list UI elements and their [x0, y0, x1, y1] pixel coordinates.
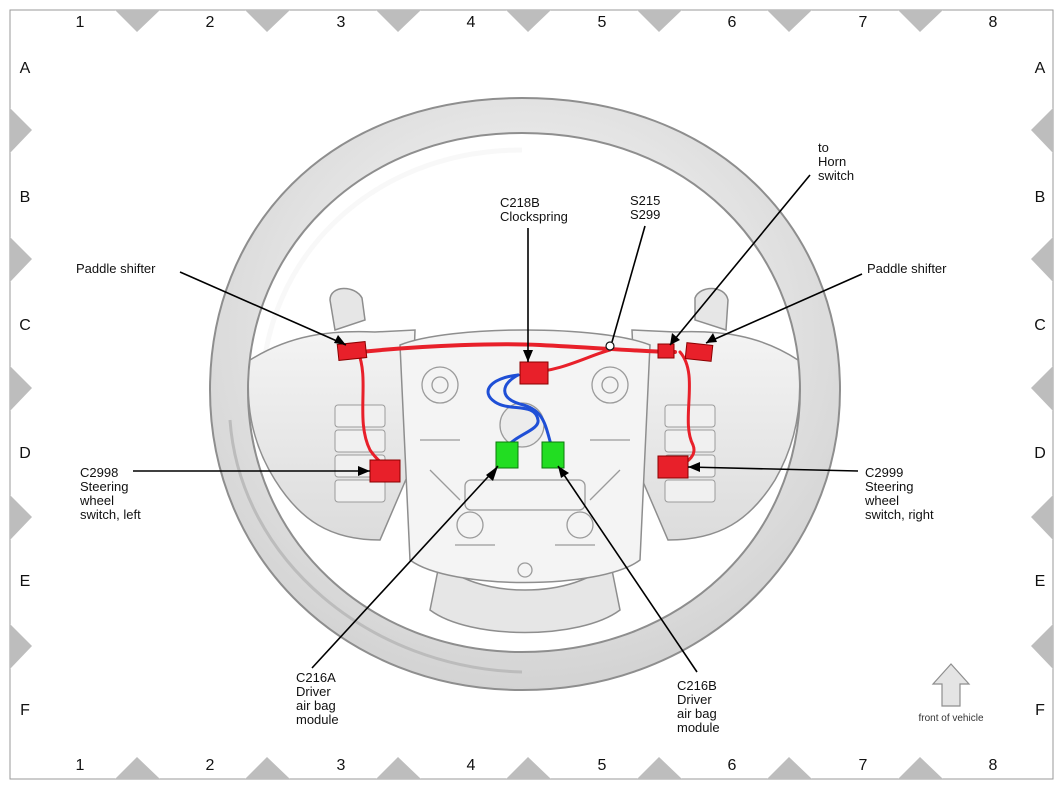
callout-line: Driver	[677, 692, 712, 707]
grid-row-labels-left: A B C D E F	[19, 60, 31, 719]
callout-line: switch, right	[865, 507, 934, 522]
hub-mechanical-details	[420, 366, 630, 578]
grid-col-label: 2	[206, 757, 215, 774]
callout-line: C2999	[865, 465, 903, 480]
callout-horn-switch: to Horn switch	[818, 140, 854, 183]
grid-col-label: 5	[598, 14, 607, 31]
up-arrow-icon	[931, 663, 971, 707]
grid-row-label: A	[20, 60, 31, 77]
leader-lines	[133, 174, 863, 673]
grid-row-label: C	[1034, 317, 1046, 334]
grid-row-label: E	[1035, 573, 1046, 590]
callout-switch-left: C2998 Steering wheel switch, left	[79, 465, 141, 522]
grid-col-label: 2	[206, 14, 215, 31]
connector-c2999	[657, 455, 689, 479]
callout-clockspring: C218B Clockspring	[500, 195, 568, 224]
callout-line: C216B	[677, 678, 717, 693]
callout-line: air bag	[296, 698, 336, 713]
callout-switch-right: C2999 Steering wheel switch, right	[864, 465, 934, 522]
grid-row-label: B	[20, 189, 31, 206]
grid-row-label: F	[20, 702, 30, 719]
grid-col-label: 6	[728, 14, 737, 31]
leader-arrowheads	[334, 333, 717, 481]
callout-line: Driver	[296, 684, 331, 699]
bottom-spoke	[429, 558, 621, 634]
blue-harness	[486, 373, 554, 450]
grid-column-labels-top: 1 2 3 4 5 6 7 8	[76, 14, 998, 31]
callout-airbag-a: C216A Driver air bag module	[296, 670, 339, 727]
grid-col-label: 1	[76, 14, 85, 31]
callout-line: module	[677, 720, 720, 735]
bottom-border-markers	[115, 757, 943, 779]
callout-line: Paddle shifter	[867, 261, 947, 276]
callout-line: Horn	[818, 154, 846, 169]
callout-line: wheel	[79, 493, 114, 508]
callout-line: Paddle shifter	[76, 261, 156, 276]
steering-wheel	[208, 96, 842, 692]
right-border-markers	[1031, 108, 1053, 669]
callout-line: switch, left	[80, 507, 141, 522]
connector-c2998	[369, 459, 401, 483]
grid-col-label: 8	[989, 14, 998, 31]
connector-paddle-left	[336, 341, 368, 361]
grid-row-label: E	[20, 573, 31, 590]
callout-line: module	[296, 712, 339, 727]
grid-row-label: B	[1035, 189, 1046, 206]
callout-line: switch	[818, 168, 854, 183]
callout-line: to	[818, 140, 829, 155]
grid-row-label: A	[1035, 60, 1046, 77]
connector-c218b	[519, 361, 549, 385]
grid-col-label: 7	[859, 14, 868, 31]
grid-row-label: D	[19, 445, 31, 462]
callout-airbag-b: C216B Driver air bag module	[677, 678, 720, 735]
right-paddle	[694, 287, 729, 332]
grid-col-label: 5	[598, 757, 607, 774]
callout-line: Steering	[865, 479, 913, 494]
callout-paddle-right: Paddle shifter	[867, 261, 947, 276]
hub-back-plate	[399, 329, 651, 584]
grid-col-label: 3	[337, 757, 346, 774]
top-border-markers	[115, 10, 943, 32]
grid-col-label: 8	[989, 757, 998, 774]
connector-paddle-right	[684, 342, 714, 362]
grid-column-labels-bottom: 1 2 3 4 5 6 7 8	[76, 757, 998, 774]
grid-col-label: 4	[467, 757, 476, 774]
grid-col-label: 6	[728, 757, 737, 774]
callout-splice: S215 S299	[630, 193, 660, 222]
splice-s215-s299	[605, 341, 615, 351]
wheel-rim	[208, 96, 842, 692]
callout-paddle-left: Paddle shifter	[76, 261, 156, 276]
callout-line: air bag	[677, 706, 717, 721]
callout-line: C216A	[296, 670, 336, 685]
connector-horn-switch	[657, 343, 675, 359]
grid-row-label: C	[19, 317, 31, 334]
grid-col-label: 3	[337, 14, 346, 31]
callout-line: Clockspring	[500, 209, 568, 224]
grid-row-labels-right: A B C D E F	[1034, 60, 1046, 719]
connector-c216a	[495, 441, 519, 469]
front-of-vehicle-label: front of vehicle	[918, 713, 983, 724]
callout-line: Steering	[80, 479, 128, 494]
callout-line: wheel	[864, 493, 899, 508]
callout-line: C2998	[80, 465, 118, 480]
callout-line: C218B	[500, 195, 540, 210]
front-of-vehicle-indicator: front of vehicle	[918, 663, 984, 724]
left-border-markers	[10, 108, 32, 669]
callout-line: S215	[630, 193, 660, 208]
grid-col-label: 1	[76, 757, 85, 774]
grid-col-label: 4	[467, 14, 476, 31]
grid-row-label: F	[1035, 702, 1045, 719]
connector-c216b	[541, 441, 565, 469]
left-paddle	[329, 287, 366, 331]
grid-row-label: D	[1034, 445, 1046, 462]
callout-line: S299	[630, 207, 660, 222]
grid-col-label: 7	[859, 757, 868, 774]
